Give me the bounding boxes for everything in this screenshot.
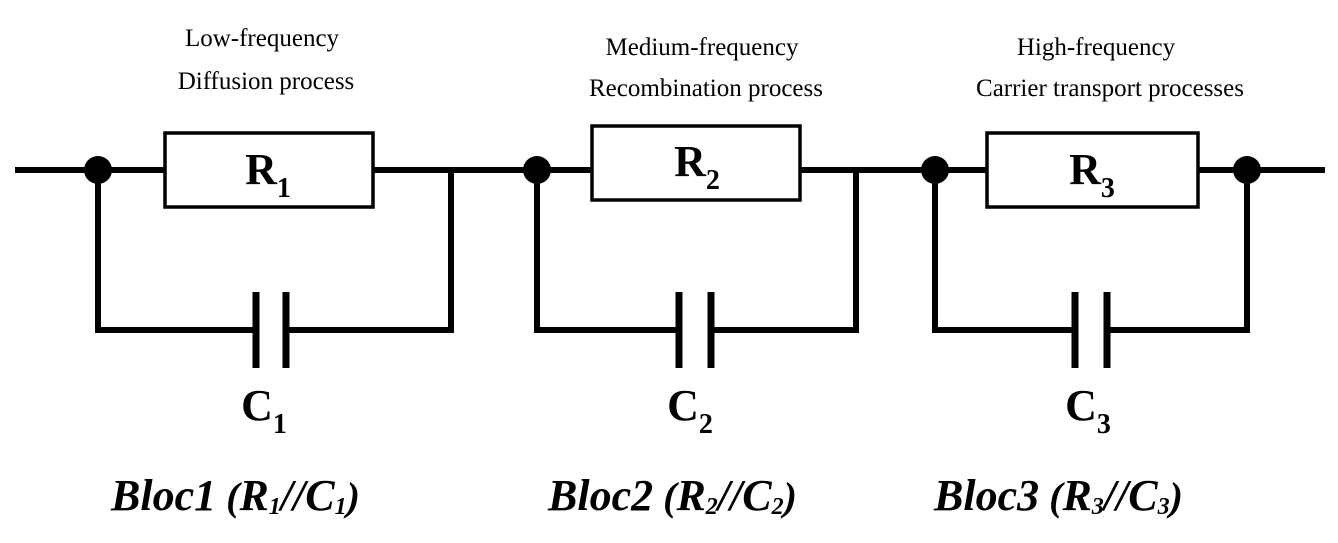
bloc1-label-open-paren: ( [216,474,242,519]
bloc1-caption-process: Diffusion process [178,68,355,95]
bloc2-label-r-sub: 2 [705,494,718,520]
bloc3-label-open-paren: ( [1039,474,1065,519]
bloc2-circuit: Medium-frequency Recombination process R… [523,34,859,520]
bloc3-label-r-sub: 3 [1091,494,1104,520]
bloc2-label-c: C [742,471,772,520]
bloc3-caption-frequency: High-frequency [1017,34,1176,61]
bloc3-right-node [1233,156,1261,184]
bloc1-label-r: R [238,471,268,520]
bloc2-label-r: R [675,471,705,520]
bloc1-circuit: Low-frequency Diffusion process R1 C1 Bl… [84,25,454,520]
bloc3-label-name: Bloc3 [933,471,1039,520]
bloc2-label-close-paren: ) [781,474,797,519]
bloc2-label-open-paren: ( [653,474,679,519]
bloc1-label-r-sub: 1 [269,494,281,520]
resistor-r2-label: R2 [674,137,720,196]
bloc3-label-r: R [1061,471,1091,520]
bloc2-label: Bloc2 (R2//C2) [547,471,797,520]
resistor-r2 [590,124,802,202]
bloc2-label-separator: // [715,471,746,520]
bloc2-label-name: Bloc2 [547,471,653,520]
capacitor-c1-subscript: 1 [273,409,287,440]
bloc1-label: Bloc1 (R1//C1) [110,471,360,520]
resistor-r1 [163,131,375,209]
bloc1-label-separator: // [278,471,309,520]
bloc3-label: Bloc3 (R3//C3) [933,471,1183,520]
resistor-r3-subscript: 3 [1101,173,1115,204]
bloc2-capacitor-branch-left [534,167,682,333]
bloc1-label-c-sub: 1 [335,494,347,520]
capacitor-c2-label: C2 [667,381,713,440]
bloc3-circuit: High-frequency Carrier transport process… [921,34,1261,520]
bloc1-capacitor-branch-left [95,167,259,333]
bloc1-capacitor-branch-right [283,167,454,333]
bloc1-label-name: Bloc1 [110,471,216,520]
resistor-r1-subscript: 1 [277,173,291,204]
bloc2-left-node [523,156,551,184]
bloc1-left-node [84,156,112,184]
bloc3-label-c-sub: 3 [1157,494,1170,520]
bloc1-label-c: C [305,471,335,520]
capacitor-c3-letter: C [1065,381,1097,430]
resistor-r2-subscript: 2 [706,165,720,196]
bloc3-caption-process: Carrier transport processes [976,75,1244,102]
resistor-r3-letter: R [1069,145,1102,194]
resistor-r3-label: R3 [1069,145,1115,204]
bloc2-capacitor-branch-right [708,167,859,333]
bloc3-capacitor-branch-right [1104,167,1250,333]
bloc2-caption-frequency: Medium-frequency [606,34,799,61]
bloc3-label-c: C [1128,471,1158,520]
capacitor-c3-label: C3 [1065,381,1111,440]
bloc2-caption-process: Recombination process [589,75,823,102]
capacitor-c2-letter: C [667,381,699,430]
capacitor-c2-subscript: 2 [699,409,713,440]
resistor-r1-label: R1 [245,145,291,204]
capacitor-c1-label: C1 [241,381,287,440]
capacitor-c1-letter: C [241,381,273,430]
bloc3-capacitor-branch-left [932,167,1078,333]
capacitor-c3-subscript: 3 [1097,409,1111,440]
bloc2-label-c-sub: 2 [771,494,784,520]
bloc3-label-close-paren: ) [1167,474,1183,519]
resistor-r3 [985,131,1200,209]
bloc3-left-node [921,156,949,184]
resistor-r1-letter: R [245,145,278,194]
bloc3-label-separator: // [1101,471,1132,520]
bloc1-caption-frequency: Low-frequency [185,25,340,52]
resistor-r2-letter: R [674,137,707,186]
bloc1-label-close-paren: ) [344,474,360,519]
